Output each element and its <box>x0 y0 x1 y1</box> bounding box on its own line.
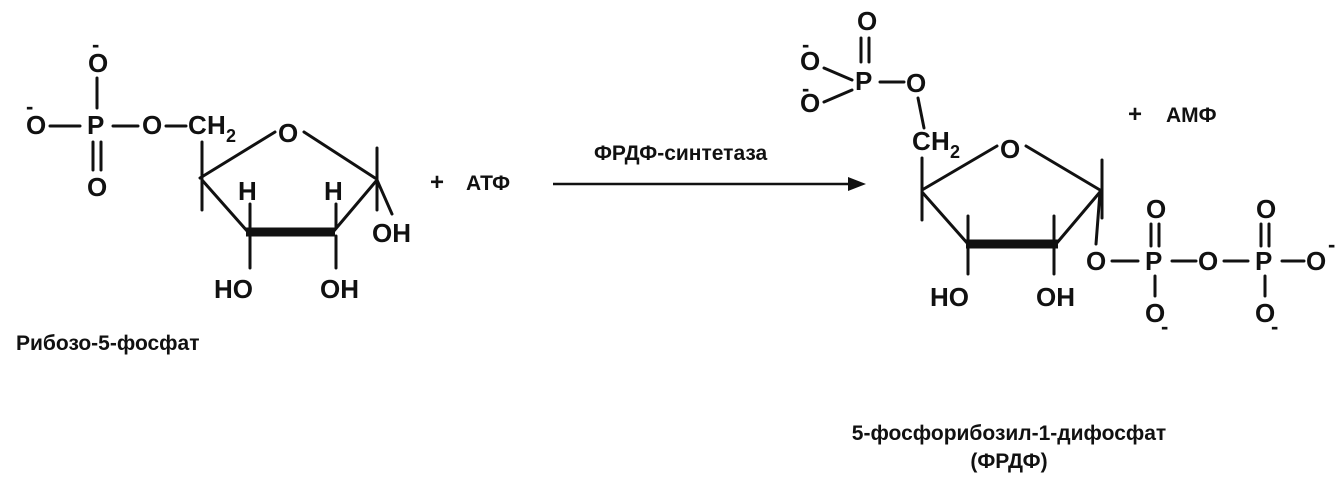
substrate-bond-o-c1 <box>302 130 377 180</box>
plus-atp: + <box>430 169 444 196</box>
product-bond-c4-o <box>920 144 999 192</box>
substrate-structure: O - O - P O O C H 2 O H H HO <box>26 32 411 304</box>
substrate-phosphate-top-oxygen: O <box>88 48 108 78</box>
product-pb-bottom-oxygen: O <box>1255 298 1275 328</box>
substrate-bond-c4-o <box>198 130 277 180</box>
cosubstrate-atp: АТФ <box>466 172 510 195</box>
substrate-phosphorus: P <box>87 110 104 140</box>
product-structure: O P O - O - O C H 2 O HO OH <box>800 6 1335 339</box>
substrate-c3-hydroxyl: HO <box>214 274 253 304</box>
product-p5-phosphorus: P <box>855 66 872 96</box>
substrate-bridge-oxygen: O <box>142 110 162 140</box>
product-p5-charge-upper: - <box>802 32 809 57</box>
substrate-name: Рибозо-5-фосфат <box>16 332 200 355</box>
product-p5-top-oxygen: O <box>857 6 877 36</box>
substrate-ch2-subscript: 2 <box>226 126 236 146</box>
product-pa-phosphorus: P <box>1145 246 1162 276</box>
substrate-c2-hydrogen: H <box>324 176 343 206</box>
product-pp-bridge-oxygen-2: O <box>1198 246 1218 276</box>
substrate-ch2-hydrogen: H <box>207 110 226 140</box>
product-p5-oxygen-upper: O <box>800 46 820 76</box>
substrate-phosphate-bottom-oxygen: O <box>87 172 107 202</box>
substrate-c1-hydroxyl: OH <box>372 218 411 248</box>
enzyme-label: ФРДФ-синтетаза <box>594 142 768 165</box>
product-p5-bridge-oxygen: O <box>906 68 926 98</box>
product-pb-terminal-oxygen: O <box>1306 246 1326 276</box>
substrate-bond-c1-oh <box>375 178 394 216</box>
product-pa-top-oxygen: O <box>1146 194 1166 224</box>
product-pb-charge: - <box>1271 314 1278 339</box>
product-abbreviation: (ФРДФ) <box>970 450 1047 473</box>
product-c2-hydroxyl: OH <box>1036 282 1075 312</box>
product-name: 5-фосфорибозил-1-дифосфат <box>852 422 1166 445</box>
product-bond-o-c1 <box>1024 144 1102 192</box>
product-bond-c4-c3 <box>920 190 970 246</box>
substrate-phosphate-left-oxygen: O <box>26 110 46 140</box>
product-ch2-hydrogen: H <box>931 126 950 156</box>
product-bond-c1-o1 <box>1094 190 1102 246</box>
product-pb-top-oxygen: O <box>1256 194 1276 224</box>
product-pb-phosphorus: P <box>1255 246 1272 276</box>
substrate-charge-top: - <box>92 32 99 57</box>
product-c3-hydroxyl: HO <box>930 282 969 312</box>
substrate-c2-hydroxyl: OH <box>320 274 359 304</box>
product-pa-bottom-oxygen: O <box>1145 298 1165 328</box>
product-p5-oxygen-lower: O <box>800 88 820 118</box>
substrate-ch2-carbon: C <box>188 110 207 140</box>
product-bond-obridge-ch2 <box>916 96 926 130</box>
substrate-bond-c1-c2 <box>331 178 379 234</box>
product-bond-c1-c2 <box>1054 190 1102 246</box>
substrate-ring-oxygen: O <box>278 118 298 148</box>
product-p5-bond-oupper <box>822 66 854 82</box>
substrate-charge-left: - <box>26 94 33 119</box>
substrate-bond-c4-c3 <box>200 178 250 234</box>
product-pa-charge: - <box>1161 314 1168 339</box>
product-p5-bond-olower <box>822 88 854 104</box>
plus-amp: + <box>1128 101 1142 128</box>
product-ring-oxygen: O <box>1000 134 1020 164</box>
product-pp-bridge-oxygen-1: O <box>1086 246 1106 276</box>
product-pb-terminal-charge: - <box>1328 232 1335 257</box>
product-ch2-carbon: C <box>912 126 931 156</box>
reaction-arrowhead <box>848 177 866 191</box>
product-p5-charge-lower: - <box>802 76 809 101</box>
substrate-c3-hydrogen: H <box>238 176 257 206</box>
coproduct-amp: АМФ <box>1166 104 1217 127</box>
product-ch2-subscript: 2 <box>950 142 960 162</box>
